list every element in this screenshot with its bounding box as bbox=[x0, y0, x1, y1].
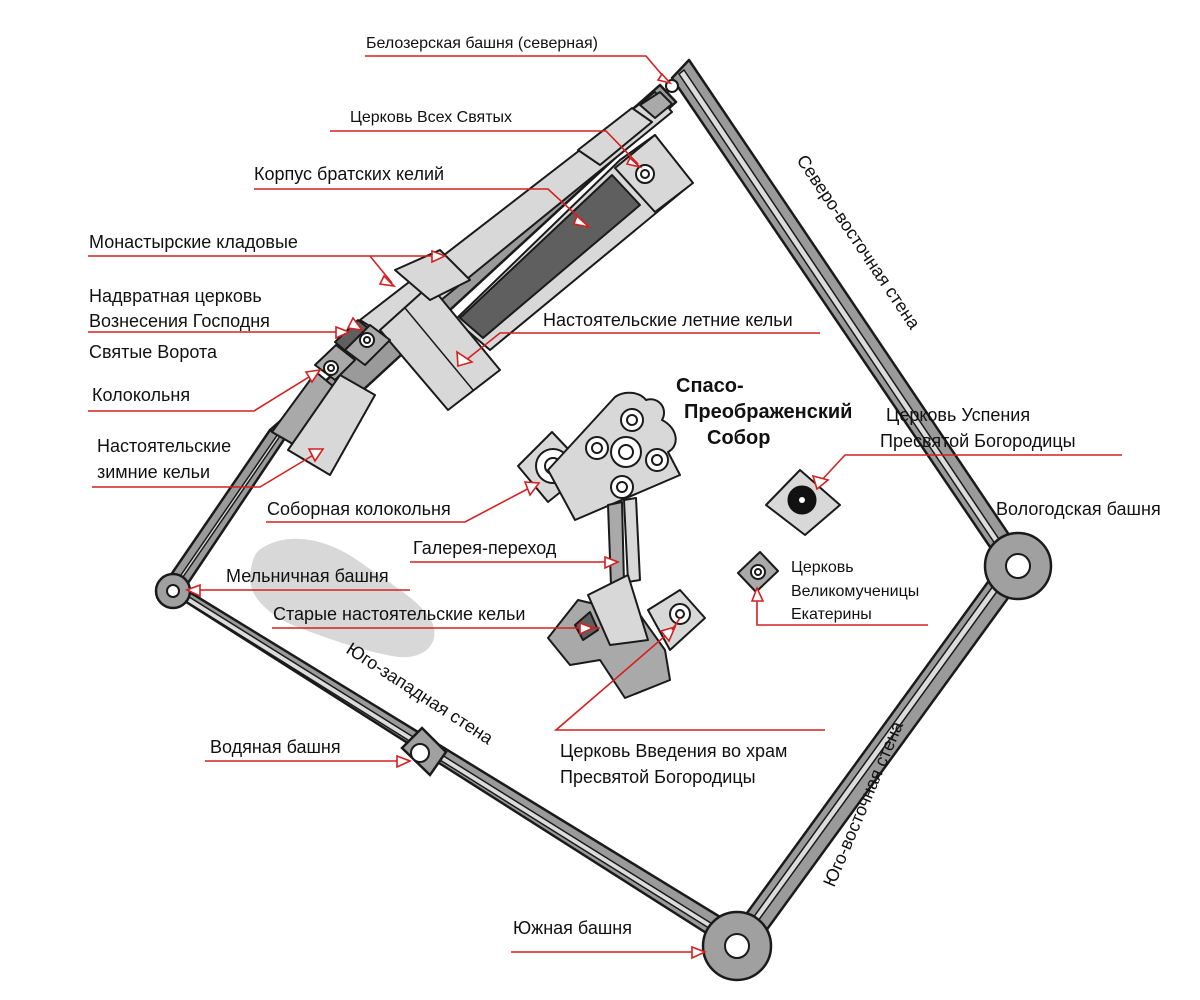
label-storehouses: Монастырские кладовые bbox=[89, 232, 298, 252]
label-dormition-line2: Пресвятой Богородицы bbox=[880, 431, 1076, 451]
label-gate-church-line1: Надвратная церковь bbox=[89, 286, 262, 306]
old-abbot-cells bbox=[547, 574, 706, 699]
label-cathedral-line1: Спасо- bbox=[676, 375, 744, 397]
mill-tower bbox=[154, 572, 192, 610]
label-mill-tower: Мельничная башня bbox=[226, 566, 389, 586]
label-catherine-line1: Церковь bbox=[791, 559, 854, 576]
pond-area bbox=[249, 538, 435, 658]
label-gate-church-line2: Вознесения Господня bbox=[89, 311, 270, 331]
catherine-church bbox=[737, 551, 779, 593]
label-gallery: Галерея-переход bbox=[413, 538, 557, 558]
label-winter-cells-line1: Настоятельские bbox=[97, 436, 231, 456]
label-dormition-line1: Церковь Успения bbox=[886, 405, 1030, 425]
leader-lines bbox=[88, 55, 1122, 960]
label-water-tower: Водяная башня bbox=[210, 737, 341, 757]
label-summer-cells: Настоятельские летние кельи bbox=[543, 310, 793, 330]
label-brothers-cells: Корпус братских келий bbox=[254, 164, 444, 184]
water-tower bbox=[400, 726, 448, 777]
south-tower bbox=[701, 910, 773, 982]
label-holy-gates: Святые Ворота bbox=[89, 342, 218, 362]
label-presentation-church-line1: Церковь Введения во храм bbox=[560, 741, 787, 761]
north-west-range bbox=[271, 91, 694, 476]
label-winter-cells-line2: зимние кельи bbox=[97, 462, 210, 482]
label-old-abbot-cells: Старые настоятельские кельи bbox=[273, 604, 525, 624]
dormition-church bbox=[765, 469, 841, 536]
vologda-tower bbox=[983, 531, 1053, 601]
label-cathedral-line2: Преображенский bbox=[684, 401, 852, 423]
label-belozerskaya-tower: Белозерская башня (северная) bbox=[366, 35, 598, 52]
label-all-saints-church: Церковь Всех Святых bbox=[350, 109, 512, 126]
label-south-tower: Южная башня bbox=[513, 918, 632, 938]
label-bell-tower: Колокольня bbox=[92, 385, 190, 405]
label-catherine-line2: Великомученицы bbox=[791, 583, 919, 600]
label-presentation-church-line2: Пресвятой Богородицы bbox=[560, 767, 756, 787]
label-catherine-line3: Екатерины bbox=[791, 606, 872, 623]
label-cathedral-line3: Собор bbox=[707, 427, 770, 449]
label-vologda-tower: Вологодская башня bbox=[996, 499, 1161, 519]
label-cathedral-bell-tower: Соборная колокольня bbox=[267, 499, 451, 519]
